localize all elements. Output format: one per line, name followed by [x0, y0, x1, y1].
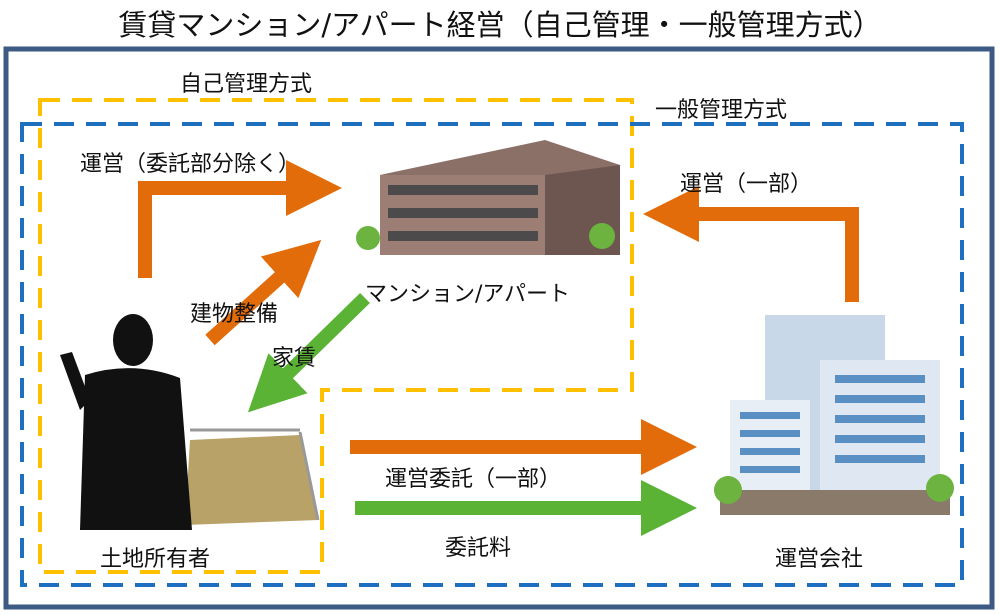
apartment-building-icon	[356, 140, 620, 255]
land-field-icon	[185, 428, 320, 525]
rent-label: 家賃	[272, 346, 317, 371]
owner-operation-arrow	[138, 160, 342, 278]
building-maintenance-label: 建物整備	[190, 302, 279, 327]
company-operation-label: 運営（一部）	[680, 172, 813, 197]
owner-label: 土地所有者	[100, 547, 211, 572]
owner-operation-label: 運営（委託部分除く）	[80, 152, 301, 177]
self-management-region	[38, 98, 634, 574]
self-management-label: 自己管理方式	[180, 72, 313, 97]
outsourcing-fee-label: 委託料	[445, 536, 512, 561]
company-label: 運営会社	[775, 547, 864, 572]
diagram-title: 賃貸マンション/アパート経営（自己管理・一般管理方式）	[118, 8, 882, 42]
apartment-label: マンション/アパート	[365, 282, 570, 307]
owner-silhouette-icon	[60, 314, 192, 530]
building-maintenance-arrow	[205, 239, 322, 346]
general-management-region	[20, 122, 964, 587]
office-building-icon	[714, 315, 954, 515]
company-operation-arrow	[643, 186, 859, 302]
rent-arrow	[247, 292, 370, 413]
operation-outsourcing-label: 運営委託（一部）	[385, 467, 562, 492]
general-management-label: 一般管理方式	[655, 98, 788, 123]
outer-frame	[3, 46, 995, 610]
